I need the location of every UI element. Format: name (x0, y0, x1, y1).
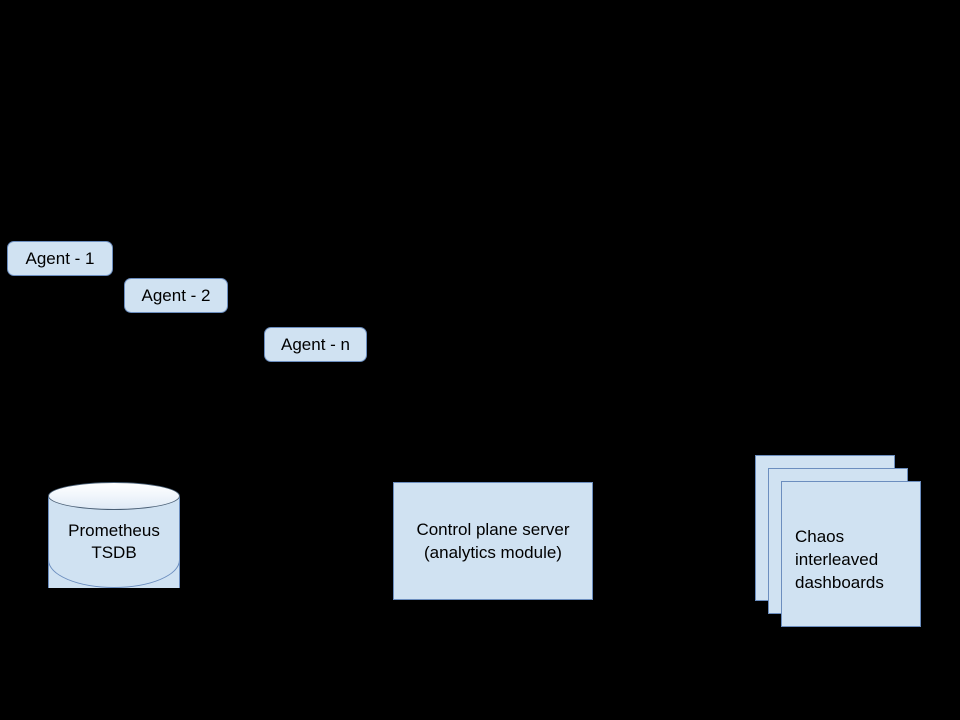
prometheus-tsdb-label: Prometheus TSDB (68, 521, 160, 562)
agent-node-2-label: Agent - 2 (141, 286, 211, 305)
agent-node-n-label: Agent - n (281, 335, 350, 354)
cylinder-top-ellipse (48, 482, 180, 510)
chaos-dashboards-node[interactable]: Chaos interleaved dashboards (755, 455, 922, 627)
agent-node-2[interactable]: Agent - 2 (124, 278, 228, 313)
agent-node-1[interactable]: Agent - 1 (7, 241, 113, 276)
prometheus-tsdb-node[interactable]: Prometheus TSDB (48, 482, 180, 602)
agent-node-1-label: Agent - 1 (25, 249, 95, 268)
chaos-dashboards-label: Chaos interleaved dashboards (795, 527, 884, 592)
control-plane-server-node[interactable]: Control plane server (analytics module) (393, 482, 593, 600)
control-plane-server-label: Control plane server (analytics module) (416, 520, 570, 562)
dashboard-card-front (781, 481, 921, 627)
agent-node-n[interactable]: Agent - n (264, 327, 367, 362)
